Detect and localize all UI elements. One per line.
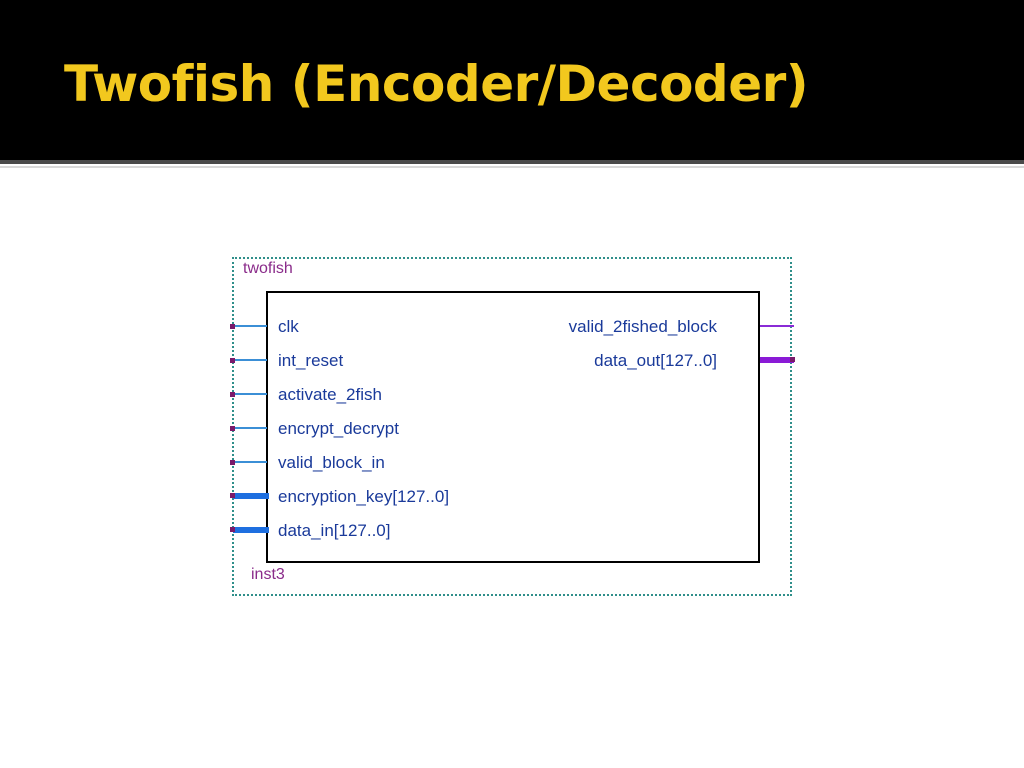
bus-encryption-key <box>233 493 269 499</box>
title-divider <box>0 160 1024 164</box>
pin-node-encrypt-decrypt <box>230 426 235 431</box>
pin-node-int-reset <box>230 358 235 363</box>
instance-id: inst3 <box>251 566 285 583</box>
wire-int-reset <box>233 359 267 361</box>
wire-encrypt-decrypt <box>233 427 267 429</box>
title-bar <box>0 0 1024 160</box>
block-symbol <box>266 291 760 563</box>
pin-label-data-in: data_in[127..0] <box>278 521 391 540</box>
bus-data-out <box>760 357 794 363</box>
title-divider-highlight <box>0 166 1024 168</box>
wire-activate-2fish <box>233 393 267 395</box>
pin-label-valid-2fished-block: valid_2fished_block <box>568 317 717 336</box>
pin-label-encryption-key: encryption_key[127..0] <box>278 487 450 506</box>
pin-node-data-in <box>230 527 235 532</box>
pin-label-clk: clk <box>278 317 299 336</box>
pin-label-data-out: data_out[127..0] <box>594 351 717 370</box>
pin-label-int-reset: int_reset <box>278 351 344 370</box>
wire-clk <box>233 325 267 327</box>
instance-name: twofish <box>243 260 293 277</box>
pin-node-encryption-key <box>230 493 235 498</box>
slide-title: Twofish (Encoder/Decoder) <box>64 55 809 113</box>
pin-label-valid-block-in: valid_block_in <box>278 453 385 472</box>
pin-node-data-out <box>790 357 795 362</box>
pin-label-encrypt-decrypt: encrypt_decrypt <box>278 419 399 438</box>
pin-node-valid-block-in <box>230 460 235 465</box>
pin-node-clk <box>230 324 235 329</box>
wire-valid-2fished-block <box>760 325 794 327</box>
wire-valid-block-in <box>233 461 267 463</box>
bus-data-in <box>233 527 269 533</box>
pin-label-activate-2fish: activate_2fish <box>278 385 382 404</box>
pin-node-activate-2fish <box>230 392 235 397</box>
